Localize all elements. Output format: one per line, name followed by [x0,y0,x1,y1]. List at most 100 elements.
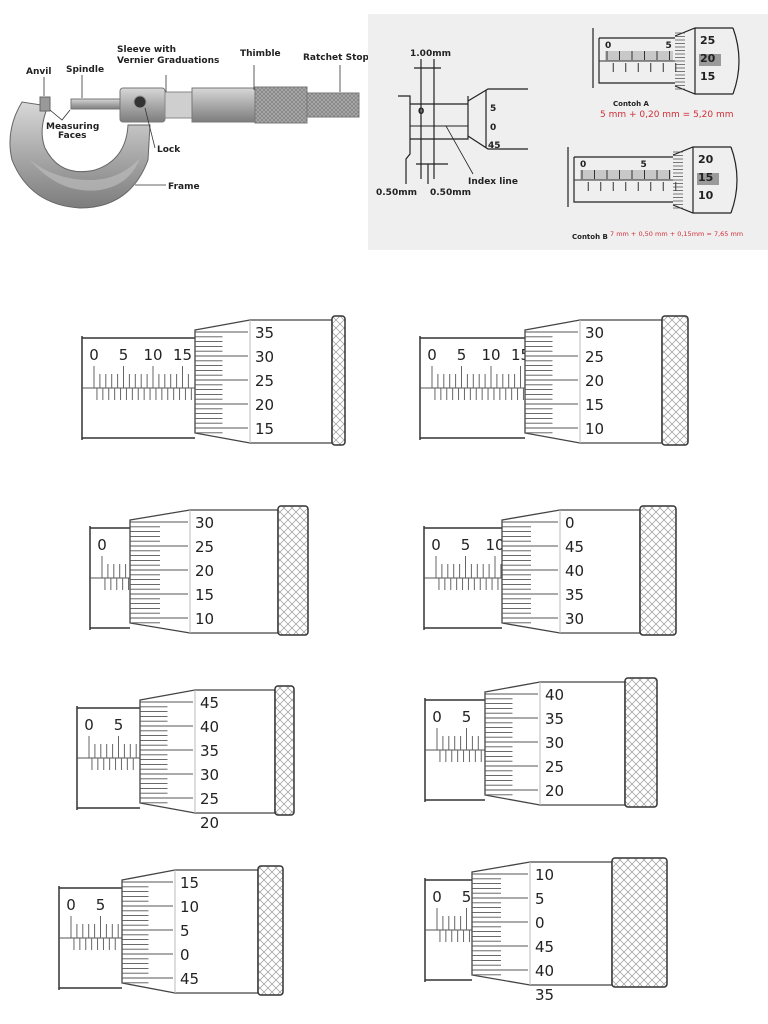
label-lock: Lock [157,145,181,155]
label-anvil: Anvil [26,67,51,77]
diagram-sleeve-zero: 0 [418,107,424,117]
thimble-label: 40 [200,718,219,736]
thimble-label: 30 [200,766,219,784]
label-sleeve-2: Vernier Graduations [117,56,219,66]
sleeve-label-0: 0 [580,160,586,170]
thimble-label: 45 [565,538,584,556]
thimble-label: 20 [698,153,714,166]
thimble-label: 15 [180,874,199,892]
sleeve-label: 0 [89,346,99,364]
sleeve-label: 15 [173,346,192,364]
thimble-label: 25 [545,758,564,776]
thimble-label: 20 [700,52,716,65]
lock-knob [133,95,147,109]
dim-half-mm-right: 0.50mm [430,188,471,198]
thimble-label: 15 [700,70,715,83]
sleeve-label: 10 [143,346,162,364]
thimble-label: 20 [200,814,219,832]
thimble-label: 10 [535,866,554,884]
sleeve-label: 5 [114,716,124,734]
sleeve-label: 0 [431,536,441,554]
sleeve-highlight [580,170,671,180]
sleeve-label: 5 [462,888,472,906]
thimble-label: 20 [255,396,274,414]
sleeve-label: 10 [481,346,500,364]
dim-half-mm-left: 0.50mm [376,188,417,198]
thimble-label: 30 [565,610,584,628]
contoh-b-title: Contoh B [572,233,608,241]
sleeve-label: 0 [432,888,442,906]
dim-1mm: 1.00mm [410,49,451,59]
label-measuring-2: Faces [58,131,87,141]
thimble-label: 25 [585,348,604,366]
scale-diagram [398,59,528,184]
thimble-label: 10 [180,898,199,916]
thimble-label: 45 [535,938,554,956]
thimble-label: 30 [255,348,274,366]
contoh-a-title: Contoh A [613,100,650,108]
thimble-label: 0 [180,946,190,964]
thimble-label: 15 [195,586,214,604]
thimble-label: 25 [195,538,214,556]
ratchet-knurl [624,677,658,808]
sleeve-label-0: 0 [605,41,611,51]
thimble-label: 5 [535,890,545,908]
thimble-label: 30 [585,324,604,342]
ratchet-stop [306,92,360,118]
micrometer-anatomy-figure: Anvil Spindle Sleeve with Vernier Gradua… [9,45,370,209]
sleeve-outline [567,147,673,207]
label-ratchet-stop: Ratchet Stop [303,53,370,63]
sleeve-scale [164,91,194,119]
sleeve-label: 0 [66,896,76,914]
sleeve-label: 5 [462,708,472,726]
thimble-label: 40 [545,686,564,704]
sleeve-label: 0 [84,716,94,734]
sleeve-label: 0 [427,346,437,364]
label-measuring-1: Measuring [46,122,99,132]
thimble-label: 35 [535,986,554,1004]
thimble-highlight [699,54,721,66]
thimble-label: 25 [200,790,219,808]
label-thimble: Thimble [240,49,281,59]
thimble-label: 10 [585,420,604,438]
ratchet-knurl [661,315,689,446]
sleeve-label: 5 [457,346,467,364]
thimble-label: 15 [698,171,713,184]
ratchet-knurl [639,505,677,636]
reading-examples-figure: 1.00mm 0 5 0 45 Index line 0.50mm 0.50mm… [368,14,768,250]
thimble-label: 35 [200,742,219,760]
thimble-label: 15 [255,420,274,438]
thimble-label: 40 [565,562,584,580]
thimble-highlight [697,173,719,185]
label-spindle: Spindle [66,65,104,75]
contoh-a-formula: 5 mm + 0,20 mm = 5,20 mm [600,110,734,120]
diagram-thimble-45: 45 [488,141,501,151]
diagram-thimble-0: 0 [490,123,496,133]
thimble-label: 20 [195,562,214,580]
thimble-label: 15 [585,396,604,414]
thimble-label: 20 [545,782,564,800]
ratchet-knurl [331,315,346,446]
index-line-label: Index line [468,177,518,187]
micrometer-frame [9,96,151,209]
thimble-label: 30 [545,734,564,752]
thimble-label: 45 [180,970,199,988]
thimble-label: 35 [545,710,564,728]
ratchet-knurl [274,685,295,816]
sleeve-label: 0 [97,536,107,554]
ratchet-knurl [257,865,284,996]
sleeve-outline [592,28,675,88]
sleeve-label-5: 5 [641,160,647,170]
sleeve-highlight [605,51,673,61]
thimble-label: 30 [195,514,214,532]
